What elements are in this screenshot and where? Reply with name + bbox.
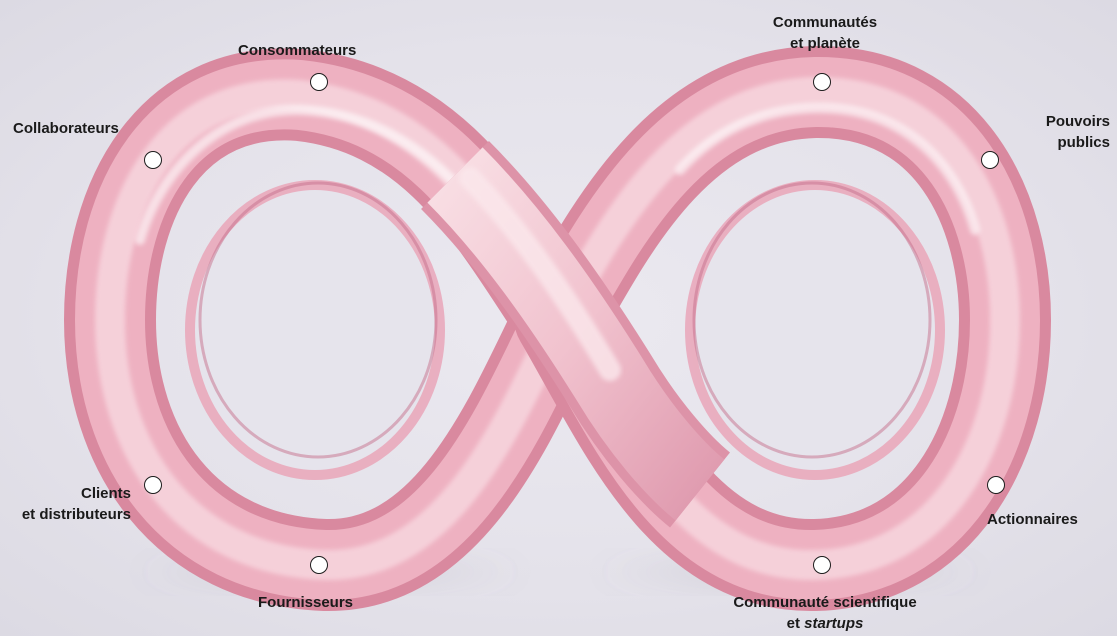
collaborateurs-marker-icon[interactable] (144, 151, 162, 169)
actionnaires-marker-icon[interactable] (987, 476, 1005, 494)
label-scientifique: Communauté scientifique et startups (695, 592, 955, 634)
label-scientifique-line-1: Communauté scientifique (695, 592, 955, 613)
label-collaborateurs-line-1: Collaborateurs (13, 118, 119, 139)
label-clients-line-1: Clients (6, 483, 131, 504)
fournisseurs-marker-icon[interactable] (310, 556, 328, 574)
label-clients-line-2: et distributeurs (6, 504, 131, 525)
label-consommateurs: Consommateurs (238, 40, 356, 61)
communautes-marker-icon[interactable] (813, 73, 831, 91)
label-collaborateurs: Collaborateurs (13, 118, 119, 139)
label-fournisseurs: Fournisseurs (258, 592, 353, 613)
label-consommateurs-line-1: Consommateurs (238, 40, 356, 61)
label-communautes: Communautés et planète (765, 12, 885, 54)
label-scientifique-line-2-italic: startups (804, 615, 863, 632)
label-fournisseurs-line-1: Fournisseurs (258, 592, 353, 613)
scientifique-marker-icon[interactable] (813, 556, 831, 574)
consommateurs-marker-icon[interactable] (310, 73, 328, 91)
label-actionnaires-line-1: Actionnaires (987, 509, 1078, 530)
label-pouvoirs-line-2: publics (1000, 132, 1110, 153)
label-communautes-line-1: Communautés (765, 12, 885, 33)
label-communautes-line-2: et planète (765, 33, 885, 54)
label-actionnaires: Actionnaires (987, 509, 1078, 530)
pouvoirs-marker-icon[interactable] (981, 151, 999, 169)
label-pouvoirs-line-1: Pouvoirs (1000, 111, 1110, 132)
label-scientifique-line-2: et startups (695, 613, 955, 634)
clients-marker-icon[interactable] (144, 476, 162, 494)
label-scientifique-line-2-prefix: et (787, 615, 805, 632)
label-clients: Clients et distributeurs (6, 483, 131, 525)
label-pouvoirs: Pouvoirs publics (1000, 111, 1110, 153)
